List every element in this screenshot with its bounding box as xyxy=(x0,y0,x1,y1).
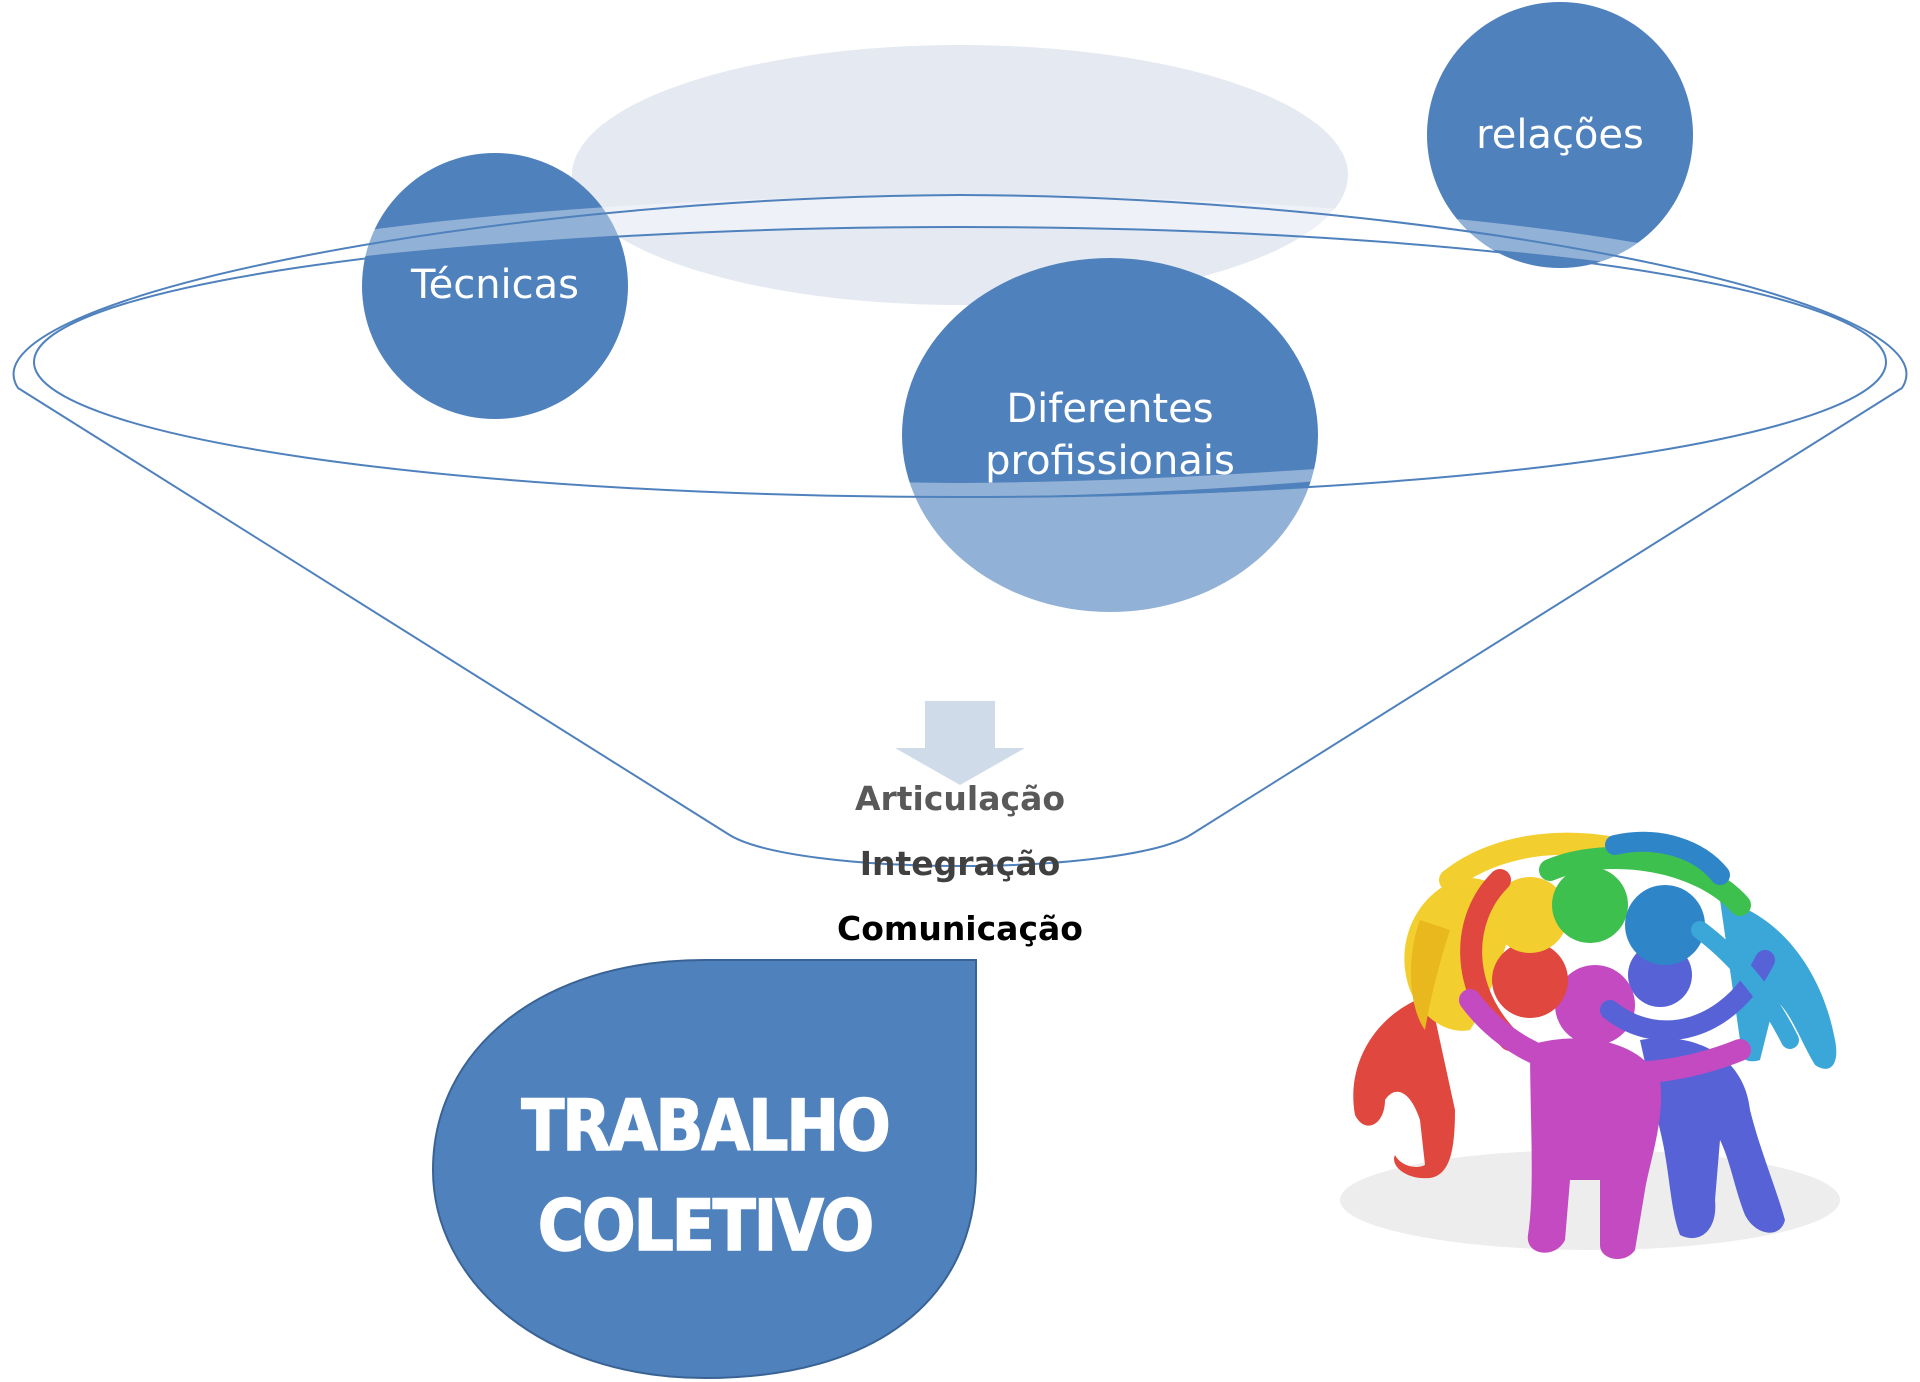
down-arrow-icon xyxy=(895,701,1025,785)
diferentes-profissionais-ellipse xyxy=(902,258,1318,612)
funnel-outer-outline xyxy=(12,193,1908,868)
trabalho-label: TRABALHO xyxy=(521,1085,888,1167)
tecnicas-circle xyxy=(362,153,628,419)
integracao-label: Integração xyxy=(860,844,1061,883)
diferentes-label-line2: profissionais xyxy=(985,438,1235,484)
trabalho-coletivo-shape xyxy=(431,959,977,1380)
funnel-inner-rim xyxy=(33,226,1887,498)
articulacao-label: Articulação xyxy=(855,779,1065,818)
diferentes-label-line1: Diferentes xyxy=(1006,386,1213,432)
team-huddle-icon xyxy=(1340,831,1840,1260)
background-ellipse xyxy=(572,45,1348,305)
relacoes-circle xyxy=(1427,2,1693,268)
comunicacao-label: Comunicação xyxy=(837,909,1083,948)
tecnicas-label: Técnicas xyxy=(410,262,579,308)
relacoes-label: relações xyxy=(1476,112,1644,158)
diferentes-lower-tint xyxy=(905,487,1316,612)
coletivo-label: COLETIVO xyxy=(538,1185,872,1267)
